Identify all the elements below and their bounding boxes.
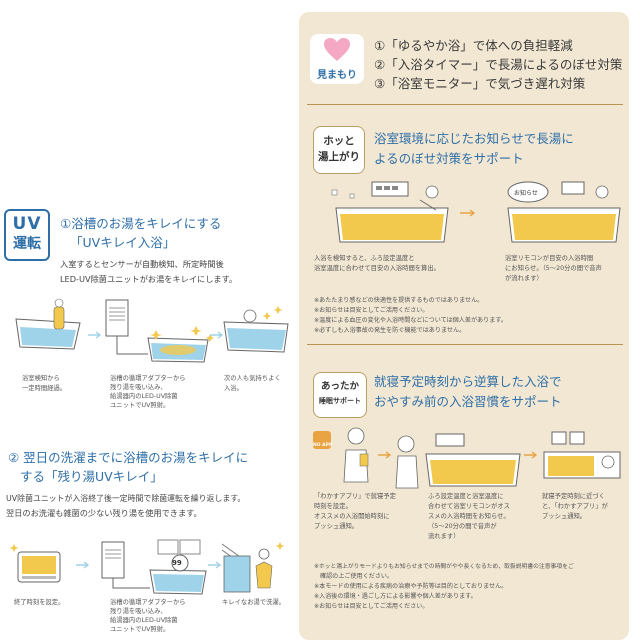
- attaka-cap1-line1: 「わかすアプリ」で就寝予定: [314, 493, 396, 500]
- section2-cap1: 終了時刻を設定。: [14, 599, 65, 606]
- washing-machine-illustration: [221, 542, 285, 593]
- attaka-cap2-line5: 流れます）: [428, 533, 460, 540]
- attaka-cap3-line1: 就寝予定時刻に近づく: [542, 493, 605, 500]
- attaka-note-1: ※ホッと湯上がりモードよりもお知らせまでの時間がやや長くなるため、取扱説明書の注…: [314, 564, 574, 570]
- hotto-title-line2: よるのぼせ対策をサポート: [374, 151, 524, 166]
- arrow-right-icon: [524, 451, 538, 459]
- attaka-badge-line1: あったか: [320, 381, 359, 392]
- section2-title-line1: ② 翌日の洗濯までに浴槽のお湯をキレイに: [8, 450, 249, 465]
- attaka-badge-line2: 睡眠サポート: [319, 397, 361, 405]
- app-icon: [313, 431, 331, 449]
- bed-sleeping-illustration: [543, 431, 621, 479]
- panel-number: 99: [172, 559, 182, 567]
- section-divider: [307, 104, 623, 105]
- hotto-title-line1: 浴室環境に応じたお知らせで長湯に: [374, 131, 574, 146]
- attaka-cap2-line2: 合わせて浴室リモコンがオス: [428, 503, 510, 510]
- hotto-cap2-line3: が流れます）: [505, 275, 543, 282]
- section1-desc-line1: 入室するとセンサーが自動検知、所定時間後: [60, 259, 224, 269]
- section2-cap3: キレイなお湯で洗濯。: [222, 599, 285, 606]
- notification-label: お知らせ: [514, 190, 538, 197]
- point-1: ①「ゆるやか浴」で体への負担軽減: [374, 38, 573, 53]
- water-heater-unit-illustration: [105, 299, 215, 363]
- section2-desc-line2: 翌日のお洗濯も雑菌の少ない残り湯を使用できます。: [6, 508, 202, 518]
- attaka-cap1-line2: 時刻を設定。: [314, 503, 352, 510]
- section2-cap2-line3: 給湯器内のLED-UV除菌: [110, 617, 178, 624]
- attaka-note-2: 確認の上ご使用ください。: [320, 573, 394, 580]
- hotto-note-1: ※あたたまり感などの快適性を提供するものではありません。: [314, 297, 484, 304]
- section2-title-line2: する「残り湯UVキレイ」: [20, 469, 163, 484]
- section1-title-line1: ①浴槽のお湯をキレイにする: [60, 216, 222, 231]
- attaka-cap2-line1: ふろ設定温度と浴室温度に: [428, 493, 504, 500]
- remote-control-illustration: [9, 544, 61, 583]
- attaka-badge: あったか 睡眠サポート: [313, 372, 367, 418]
- mimamori-badge: 見まもり: [310, 34, 364, 84]
- section1-cap3-line1: 次の人も気持ちよく: [224, 375, 281, 382]
- hotto-badge: ホッと 湯上がり: [313, 126, 365, 174]
- hotto-cap1-line2: 浴室温度に合わせて目安の入浴時間を算出。: [314, 265, 440, 272]
- hotto-note-3: ※温度による血圧の変化や入浴時間などについては個人差があります。: [314, 317, 507, 324]
- attaka-cap3-line2: と、「わかすアプリ」が: [542, 503, 608, 510]
- section2-cap2-line2: 残り湯を吸い込み、: [110, 608, 167, 615]
- attaka-cap3-line3: プッシュ通知。: [542, 513, 587, 520]
- attaka-note-5: ※お知らせは目安としてご活用ください。: [314, 603, 429, 610]
- bathtub-remote-illustration: [331, 181, 449, 243]
- arrow-right-icon: [378, 451, 392, 459]
- uv-badge-line2: 運転: [13, 236, 41, 252]
- attaka-cap2-line3: スメの入浴時間をお知らせ。: [428, 513, 510, 520]
- section1-cap2-line1: 浴槽の循環アダプターから: [110, 375, 186, 382]
- attaka-title-line2: おやすみ前の入浴習慣をサポート: [374, 394, 562, 409]
- attaka-cap1-line3: オススメの入浴開始時刻に: [314, 513, 390, 520]
- bathtub-remote-illustration: [395, 433, 521, 489]
- section1-cap1-line1: 浴室検知から: [22, 375, 60, 382]
- hotto-badge-line2: 湯上がり: [318, 151, 360, 163]
- hotto-cap2-line1: 浴室リモコンが目安の入浴時間: [505, 255, 594, 262]
- section1-cap2-line4: ユニットでUV照射。: [110, 402, 170, 409]
- uv-badge: UV 運転: [4, 209, 50, 261]
- section1-desc-line2: LED-UV除菌ユニットがお湯をキレイにします。: [60, 274, 238, 284]
- arrow-right-icon: [210, 331, 224, 339]
- mimamori-badge-label: 見まもり: [317, 70, 357, 81]
- attaka-note-3: ※本モードの使用による疾病の治療や予防等は目的としておりません。: [314, 583, 508, 590]
- arrow-right-icon: [76, 561, 90, 569]
- section2-cap2-line1: 浴槽の循環アダプターから: [110, 599, 186, 606]
- bathtub-person-illustration: [15, 298, 81, 350]
- section1-cap2-line3: 給湯器内のLED-UV除菌: [110, 393, 178, 400]
- attaka-cap2-line4: （5〜20分の間で音声が: [428, 523, 497, 530]
- hotto-note-2: ※お知らせは目安としてご活用ください。: [314, 307, 429, 314]
- app-label: NO APP: [313, 443, 333, 448]
- section2-cap2-line4: ユニットでUV照射。: [110, 626, 170, 633]
- section1-cap2-line2: 残り湯を吸い込み、: [110, 384, 167, 391]
- water-heater-unit-illustration: [101, 539, 207, 595]
- point-3: ③「浴室モニター」で気づき遅れ対策: [374, 76, 586, 91]
- hotto-cap2-line2: にお知らせ。（5〜20分の間で音声: [505, 265, 602, 272]
- person-phone-illustration: [343, 427, 369, 483]
- arrow-right-icon: [88, 331, 102, 339]
- hotto-badge-line1: ホッと: [323, 135, 355, 147]
- section1-title-line2: 「UVキレイ入浴」: [70, 235, 176, 250]
- bathing-person-illustration: [223, 306, 289, 353]
- arrow-right-icon: [208, 561, 222, 569]
- hotto-note-4: ※必ずしも入浴事故の発生を防ぐ機能ではありません。: [314, 327, 466, 334]
- uv-badge-line1: UV: [12, 214, 42, 234]
- section2-desc-line1: UV除菌ユニットが入浴終了後一定時間で除菌運転を繰り返します。: [6, 494, 246, 503]
- heart-icon: [324, 38, 350, 61]
- hotto-cap1-line1: 入浴を検知すると、ふろ設定温度と: [314, 255, 415, 262]
- section1-cap3-line2: 入浴。: [224, 385, 243, 392]
- point-2: ②「入浴タイマー」で長湯によるのぼせ対策: [374, 57, 623, 72]
- bathtub-notification-illustration: [507, 181, 621, 243]
- attaka-cap1-line4: プッシュ通知。: [314, 523, 359, 530]
- section-divider: [307, 344, 623, 345]
- attaka-note-4: ※入浴後の環境・過ごし方による影響や個人差があります。: [314, 593, 477, 600]
- section1-cap1-line2: 一定時間経過。: [22, 385, 67, 392]
- mimamori-panel: [299, 12, 629, 640]
- attaka-title-line1: 就寝予定時刻から逆算した入浴で: [374, 374, 562, 389]
- arrow-right-icon: [460, 209, 476, 217]
